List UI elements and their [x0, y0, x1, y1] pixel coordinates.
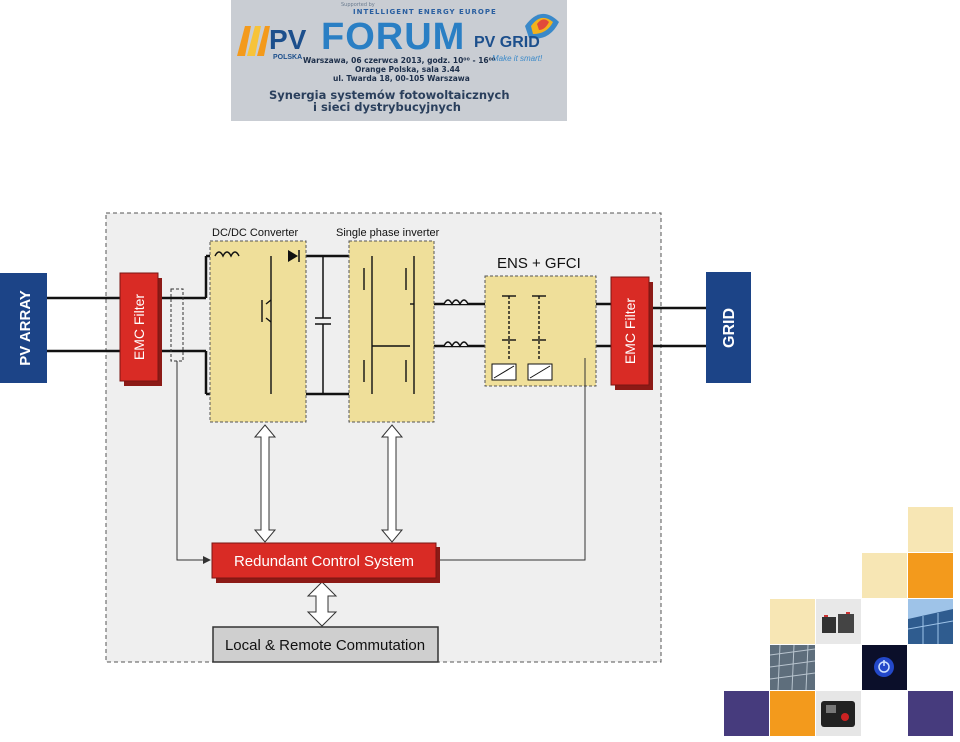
dcdc-converter-label: DC/DC Converter: [212, 227, 299, 239]
tile-white: [862, 599, 907, 644]
grid-label: GRID: [721, 308, 738, 348]
bus-arrows: [253, 424, 404, 627]
supported-by-text: Supported by: [341, 2, 375, 8]
tile-orange: [908, 553, 953, 598]
pv-grid-logo-icon: [525, 13, 559, 39]
pv-logo-text: PV: [269, 24, 307, 55]
commutation-block: [212, 626, 439, 663]
tile-white: [908, 645, 953, 690]
banner-subtitle-line1: Synergia systemów fotowoltaicznych: [269, 88, 510, 102]
emc-filter-left: [119, 272, 159, 382]
forum-banner: Supported by INTELLIGENT ENERGY EUROPE P…: [231, 0, 567, 121]
banner-subtitle-line2: i sieci dystrybucyjnych: [313, 100, 461, 114]
photo-solar-panels-icon: [907, 599, 954, 644]
tile-cream: [862, 553, 907, 598]
emc-filter-right-label: EMC Filter: [622, 298, 638, 364]
photo-solar-roof-icon: [769, 644, 816, 691]
commutation-label: Local & Remote Commutation: [225, 637, 425, 654]
inverter-block: [348, 240, 435, 423]
photo-tester-case-icon: [816, 691, 861, 736]
ens-gfci-label: ENS + GFCI: [497, 255, 581, 272]
intelligent-energy-text: INTELLIGENT ENERGY EUROPE: [353, 8, 497, 16]
tile-white: [862, 691, 907, 736]
redundant-control-system: [211, 542, 437, 579]
grid-block: [706, 272, 751, 383]
polska-logo-text: POLSKA: [273, 54, 303, 61]
pv-polska-logo-icon: [237, 26, 270, 56]
tile-orange: [770, 691, 815, 736]
photo-batteries-icon: [816, 599, 861, 644]
dcdc-circuit: [214, 251, 272, 394]
emc-filter-right: [610, 276, 650, 386]
event-venue-text: Orange Polska, sala 3.44: [355, 65, 461, 74]
output-inductor-top-icon: [443, 299, 469, 306]
tile-purple: [908, 691, 953, 736]
measurement-lines: [176, 358, 586, 564]
event-address-text: ul. Twarda 18, 00-105 Warszawa: [333, 74, 470, 83]
dc-link-capacitor: [315, 256, 331, 394]
tile-cream: [770, 599, 815, 644]
dcdc-converter-block: [209, 240, 307, 423]
control-system-label: Redundant Control System: [234, 553, 414, 570]
pv-array-block: [0, 273, 47, 383]
inverter-bridge-circuit: [363, 256, 415, 394]
make-it-smart-text: Make it smart!: [492, 54, 543, 63]
inverter-label: Single phase inverter: [336, 227, 440, 239]
emc-filter-left-label: EMC Filter: [131, 294, 147, 360]
photo-power-button-icon: [862, 645, 907, 690]
event-date-text: Warszawa, 06 czerwca 2013, godz. 10⁰⁰ - …: [303, 56, 496, 65]
pv-grid-logo-text: PV GRID: [474, 34, 540, 51]
output-inductor-bottom-icon: [443, 341, 469, 348]
tile-purple: [724, 691, 769, 736]
diode-icon: [288, 250, 298, 262]
tile-cream: [908, 507, 953, 552]
tile-white: [816, 645, 861, 690]
pv-array-label: PV ARRAY: [17, 290, 34, 366]
forum-title: FORUM: [321, 16, 466, 58]
ens-relays: [502, 295, 546, 360]
